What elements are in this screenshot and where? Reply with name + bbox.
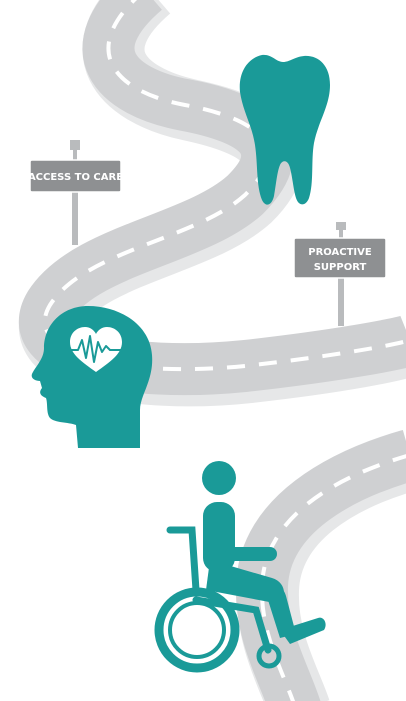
head-silhouette xyxy=(31,306,153,448)
person-foot xyxy=(280,617,326,644)
lane-markings-lower xyxy=(259,454,406,701)
heartbeat-line xyxy=(66,335,128,363)
person-torso xyxy=(203,502,235,572)
sign-post xyxy=(338,278,344,326)
person-lower-leg xyxy=(268,583,296,638)
sign-board xyxy=(293,237,387,279)
sign-label-line1: PROACTIVE xyxy=(308,247,372,258)
person-thigh xyxy=(206,560,284,604)
sign-post-cap xyxy=(70,140,80,150)
sign-label: ACCESS TO CARE xyxy=(28,172,123,183)
sign-access-to-care: ACCESS TO CARE xyxy=(28,140,123,245)
sign-post xyxy=(72,190,78,245)
sign-proactive-support: PROACTIVE SUPPORT xyxy=(293,222,387,326)
tooth-icon xyxy=(239,54,330,205)
lane-markings-upper xyxy=(42,0,406,372)
wheelchair-backrest xyxy=(166,526,200,594)
sign-post-top xyxy=(73,148,77,162)
wheelchair-user-icon xyxy=(154,461,326,673)
road xyxy=(19,0,406,701)
person-head xyxy=(202,461,236,495)
sign-label-line2: SUPPORT xyxy=(314,262,367,273)
head-heart-icon xyxy=(31,306,153,448)
wheelchair-wheel-rim xyxy=(168,601,226,659)
sign-post-top xyxy=(339,228,343,240)
wheelchair-caster xyxy=(256,643,282,669)
sign-board xyxy=(29,159,122,193)
sign-post-cap xyxy=(336,222,346,230)
wheelchair-frame xyxy=(192,596,272,654)
wheelchair-wheel xyxy=(154,587,240,673)
person-arm xyxy=(225,547,277,561)
